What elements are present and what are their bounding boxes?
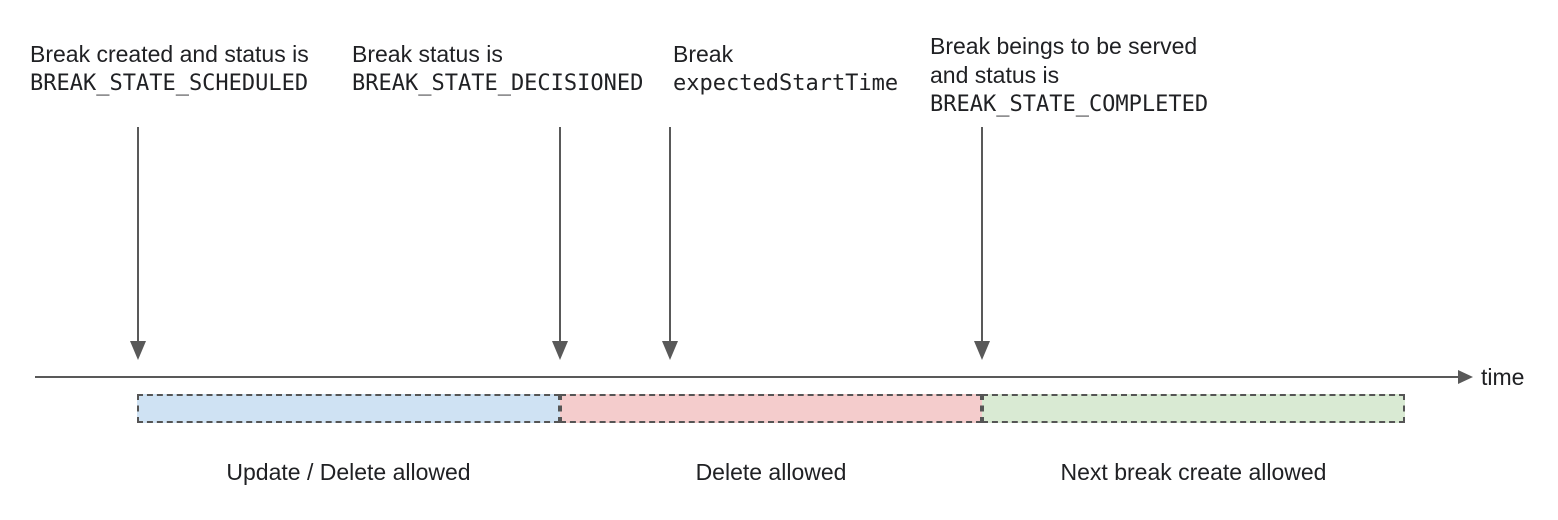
annotation-text: Break status is <box>352 41 503 67</box>
arrow-shaft <box>137 127 139 342</box>
annotation-break-decisioned: Break status is BREAK_STATE_DECISIONED <box>352 40 643 98</box>
arrow-head-icon <box>552 341 568 360</box>
segment-next-break-create-allowed <box>982 394 1405 423</box>
annotation-expected-start-time: Break expectedStartTime <box>673 40 898 98</box>
down-arrow-icon <box>662 127 678 360</box>
arrow-head-icon <box>130 341 146 360</box>
annotation-text: and status is <box>930 62 1060 88</box>
annotation-text: Break beings to be served <box>930 33 1198 59</box>
annotation-code: BREAK_STATE_COMPLETED <box>930 92 1209 117</box>
arrow-shaft <box>981 127 983 342</box>
annotation-break-completed: Break beings to be served and status is … <box>930 32 1208 119</box>
arrow-head-icon <box>662 341 678 360</box>
annotation-break-scheduled: Break created and status is BREAK_STATE_… <box>30 40 309 98</box>
right-arrow-icon <box>1458 370 1473 384</box>
annotation-code: expectedStartTime <box>673 71 899 96</box>
arrow-head-icon <box>974 341 990 360</box>
annotation-text: Break created and status is <box>30 41 309 67</box>
segment-update-delete-allowed <box>137 394 560 423</box>
arrow-shaft <box>559 127 561 342</box>
annotation-code: BREAK_STATE_SCHEDULED <box>30 71 309 96</box>
segment-label: Update / Delete allowed <box>226 459 471 485</box>
segment-label: Next break create allowed <box>1060 459 1327 485</box>
timeline-axis <box>35 376 1459 378</box>
arrow-shaft <box>669 127 671 342</box>
annotation-text: Break <box>673 41 734 67</box>
down-arrow-icon <box>552 127 568 360</box>
down-arrow-icon <box>130 127 146 360</box>
annotation-code: BREAK_STATE_DECISIONED <box>352 71 644 96</box>
segment-delete-allowed <box>560 394 982 423</box>
down-arrow-icon <box>974 127 990 360</box>
segment-label: Delete allowed <box>695 459 847 485</box>
timeline-label: time <box>1481 364 1525 390</box>
